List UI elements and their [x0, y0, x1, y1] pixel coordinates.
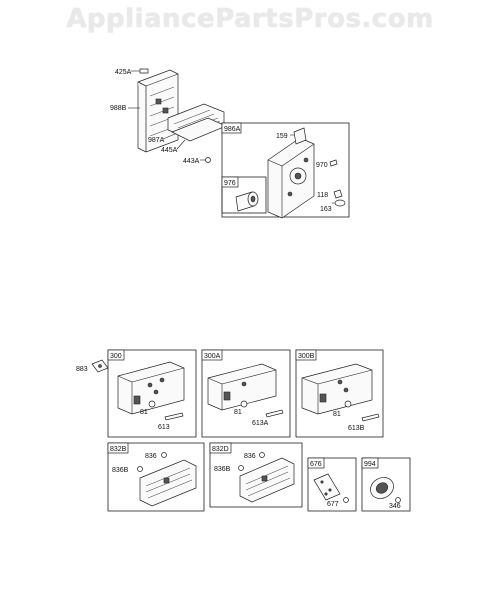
label-836: 836 — [145, 453, 157, 460]
box-976: 976 — [221, 176, 267, 214]
tag-976: 976 — [224, 180, 236, 187]
label-445a: 445A — [161, 147, 178, 154]
label-970: 970 — [316, 162, 328, 169]
muffler-assemblies: 883 300 81 613 300A — [76, 349, 411, 512]
label-836: 836 — [244, 453, 256, 460]
part-883-gasket: 883 — [76, 359, 109, 373]
label-163: 163 — [320, 206, 332, 213]
label-677: 677 — [327, 501, 339, 508]
label-159: 159 — [276, 133, 288, 140]
box-676: 676 677 — [307, 457, 357, 512]
box-300a: 300A 81 613A — [201, 349, 291, 438]
tag-676: 676 — [310, 461, 322, 468]
box-832b: 832B 836 836B — [107, 442, 205, 512]
tag-832b: 832B — [110, 446, 127, 453]
label-81: 81 — [140, 409, 148, 416]
label-613: 613 — [158, 424, 170, 431]
tag-300: 300 — [110, 353, 122, 360]
tag-832d: 832D — [212, 446, 229, 453]
tag-300b: 300B — [298, 353, 315, 360]
label-118: 118 — [317, 192, 328, 199]
part-443a-nut — [205, 157, 211, 163]
tag-994: 994 — [364, 461, 376, 468]
box-986a: 986A 159 970 118 163 — [221, 122, 350, 219]
label-81: 81 — [333, 411, 341, 418]
box-300b: 300B 81 613B — [295, 349, 384, 438]
tag-300a: 300A — [204, 353, 221, 360]
label-883: 883 — [76, 366, 88, 373]
label-836b: 836B — [214, 466, 231, 473]
label-836b: 836B — [112, 467, 129, 474]
label-425a: 425A — [115, 69, 132, 76]
watermark: AppliancePartsPros.com — [66, 4, 434, 34]
label-346: 346 — [389, 503, 401, 510]
air-cleaner-assembly: 425A 988B 987A 445A 443A 986A 159 — [110, 68, 350, 219]
label-443a: 443A — [183, 158, 200, 165]
part-988b-housing — [137, 69, 179, 153]
label-613b: 613B — [348, 425, 365, 432]
box-994: 994 346 — [361, 457, 411, 512]
label-988b: 988B — [110, 105, 127, 112]
part-425a-screw — [131, 68, 149, 74]
box-832d: 832D 836 836B — [209, 442, 303, 508]
label-81: 81 — [234, 409, 242, 416]
tag-986a: 986A — [224, 126, 241, 133]
label-613a: 613A — [252, 420, 269, 427]
box-300: 300 81 613 — [107, 349, 197, 438]
label-987a: 987A — [148, 137, 165, 144]
